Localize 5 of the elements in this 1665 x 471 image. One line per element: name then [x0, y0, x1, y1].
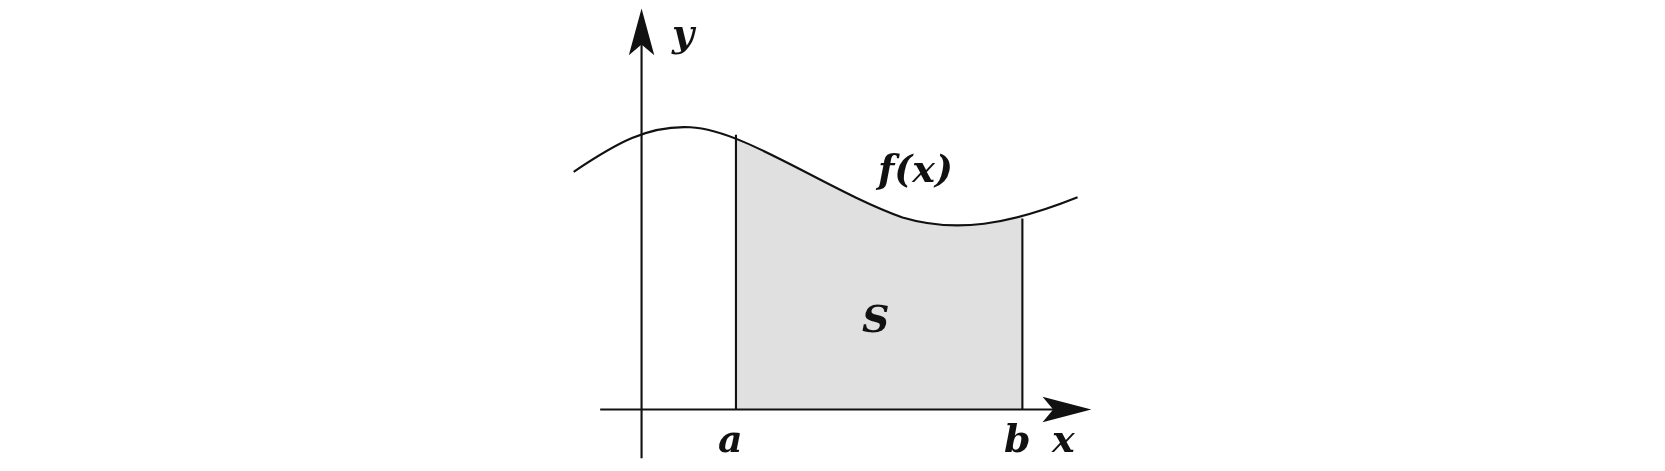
bound-label: a	[718, 420, 743, 458]
axis-label: x	[1052, 420, 1075, 458]
bound-label: b	[1004, 420, 1031, 458]
area-label: S	[862, 300, 890, 338]
function-label: f(x)	[878, 150, 953, 188]
